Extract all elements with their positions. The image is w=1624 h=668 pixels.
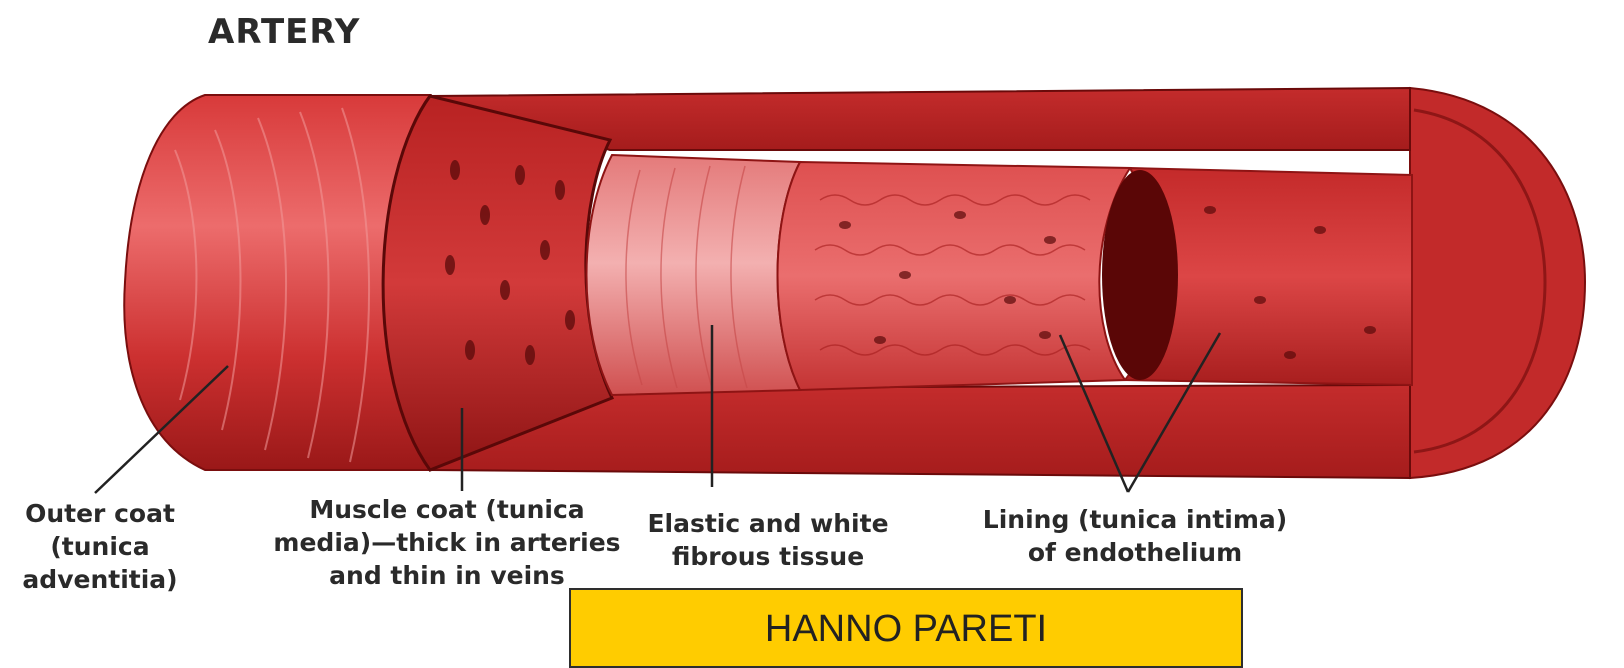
label-line: of endothelium (960, 536, 1310, 569)
label-line: (tunica (0, 530, 200, 563)
banner-text: HANNO PARETI (571, 590, 1241, 651)
elastic-tissue-segment (587, 155, 801, 395)
label-line: Lining (tunica intima) (960, 503, 1310, 536)
lumen-opening (1102, 170, 1178, 380)
caption-banner: HANNO PARETI (569, 588, 1243, 668)
label-elastic-tissue: Elastic and white fibrous tissue (628, 507, 908, 573)
vessel-end-cap (1410, 88, 1585, 478)
label-outer-coat: Outer coat (tunica adventitia) (0, 497, 200, 596)
label-muscle-coat: Muscle coat (tunica media)—thick in arte… (262, 493, 632, 592)
label-line: Elastic and white (628, 507, 908, 540)
label-line: fibrous tissue (628, 540, 908, 573)
label-line: adventitia) (0, 563, 200, 596)
artery-diagram: ARTERY Outer coat (tunica adventitia) Mu… (0, 0, 1624, 645)
label-line: Muscle coat (tunica (262, 493, 632, 526)
label-line: media)—thick in arteries (262, 526, 632, 559)
label-lining: Lining (tunica intima) of endothelium (960, 503, 1310, 569)
label-line: Outer coat (0, 497, 200, 530)
diagram-title: ARTERY (208, 12, 360, 52)
